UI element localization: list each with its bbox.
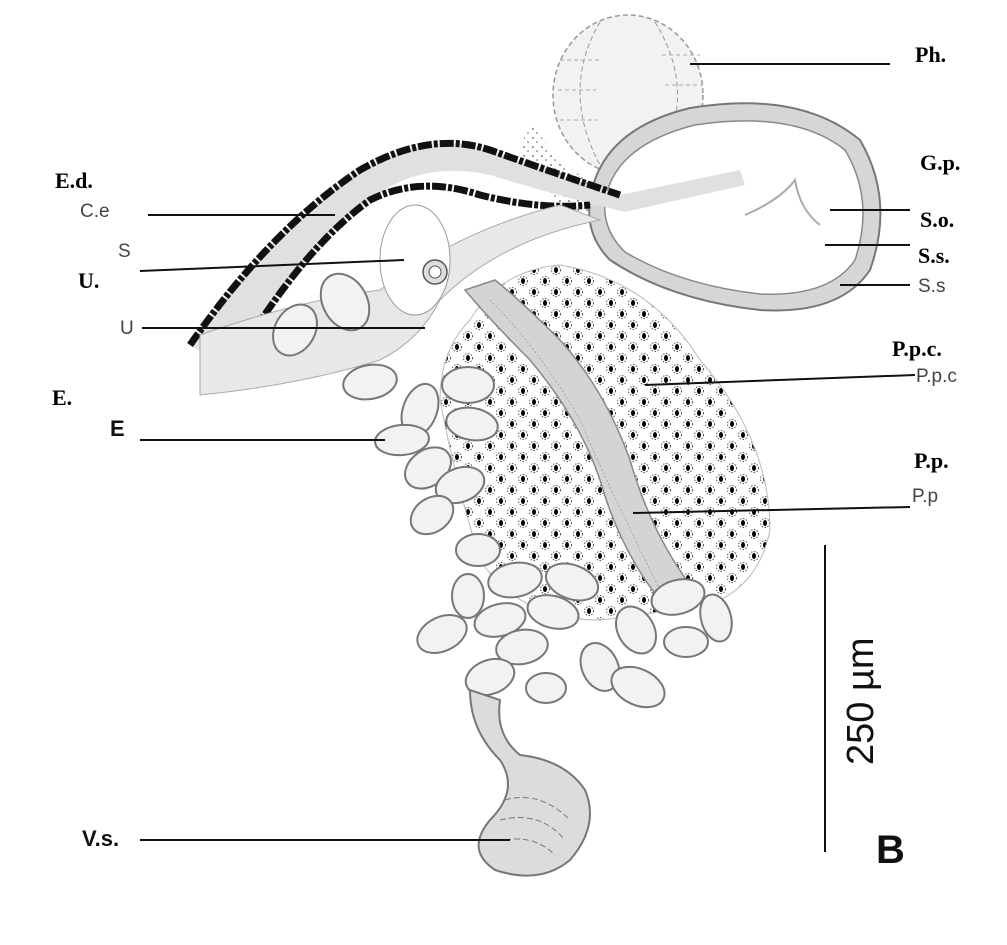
label-ppc: P.p.c. — [892, 336, 942, 362]
label-pp: P.p. — [914, 448, 949, 474]
label-ejaculatory-duct: E.d. — [55, 168, 93, 194]
label-uterus: U. — [78, 268, 99, 294]
label-e-sans: E — [110, 416, 125, 442]
label-genital-pore: G.p. — [920, 150, 960, 176]
panel-letter: B — [876, 828, 905, 873]
label-s-s: S.s. — [918, 243, 950, 269]
ghost-label-ce: C.e — [80, 201, 110, 223]
ghost-label-u: U — [120, 318, 134, 340]
ghost-label-ppc: P.p.c — [916, 366, 957, 388]
label-pharynx: Ph. — [915, 42, 946, 68]
ghost-label-pp: P.p — [912, 486, 938, 508]
label-eggs: E. — [52, 385, 72, 411]
vesicula-seminalis — [470, 690, 590, 876]
ghost-label-s: S — [118, 241, 131, 263]
label-vesicula-seminalis: V.s. — [82, 826, 119, 852]
ghost-label-ss: S.s — [918, 276, 945, 298]
scale-bar-label: 250 µm — [840, 637, 883, 765]
label-s-o: S.o. — [920, 207, 954, 233]
